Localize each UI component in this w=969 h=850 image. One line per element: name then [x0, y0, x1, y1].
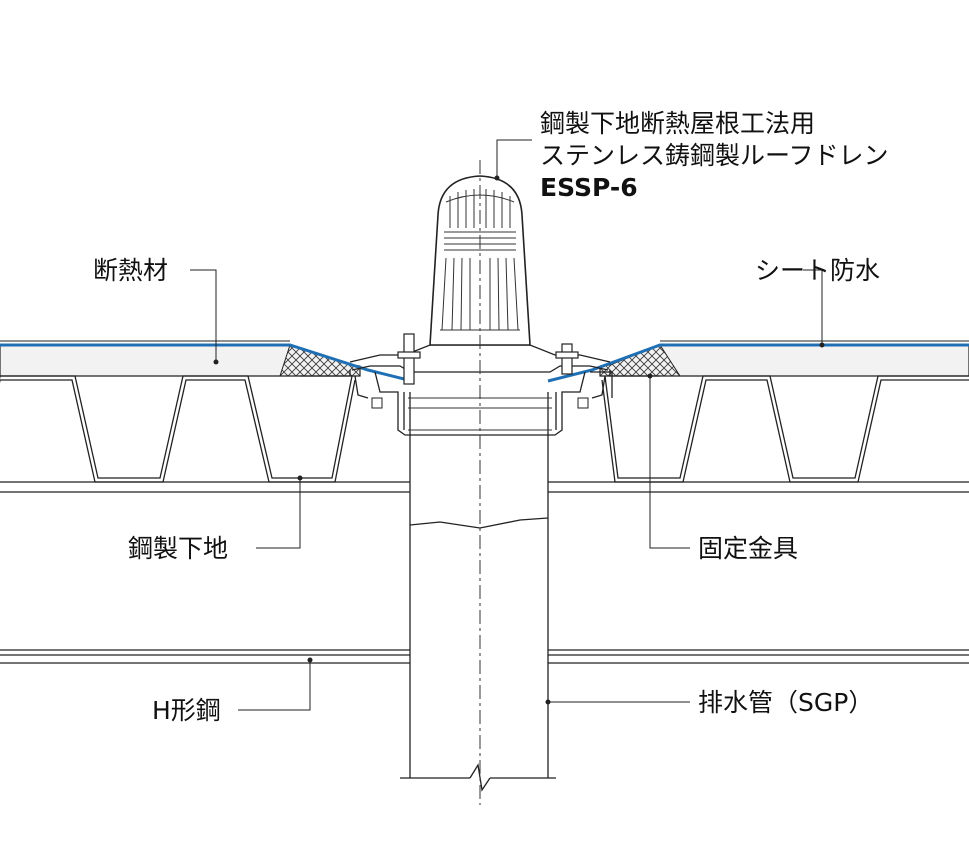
insulation-layer — [0, 344, 969, 377]
title-line2: ステンレス鋳鋼製ルーフドレン — [540, 141, 889, 170]
h-beam — [0, 649, 969, 664]
label-steel-deck: 鋼製下地 — [128, 534, 228, 563]
waterproof-sheet — [0, 340, 969, 383]
leader-lines — [190, 139, 825, 711]
label-fixing-bracket: 固定金具 — [698, 534, 798, 563]
steel-deck — [0, 375, 969, 483]
deck-support-lines — [0, 481, 969, 493]
label-sheet-waterproofing: シート防水 — [755, 256, 880, 285]
drain-pipe — [400, 392, 556, 792]
label-insulation: 断熱材 — [93, 256, 168, 285]
label-drain-pipe: 排水管（SGP） — [698, 688, 873, 717]
model-number: ESSP-6 — [540, 173, 638, 202]
label-h-beam: H形鋼 — [152, 696, 221, 725]
title-line1: 鋼製下地断熱屋根工法用 — [540, 109, 815, 138]
